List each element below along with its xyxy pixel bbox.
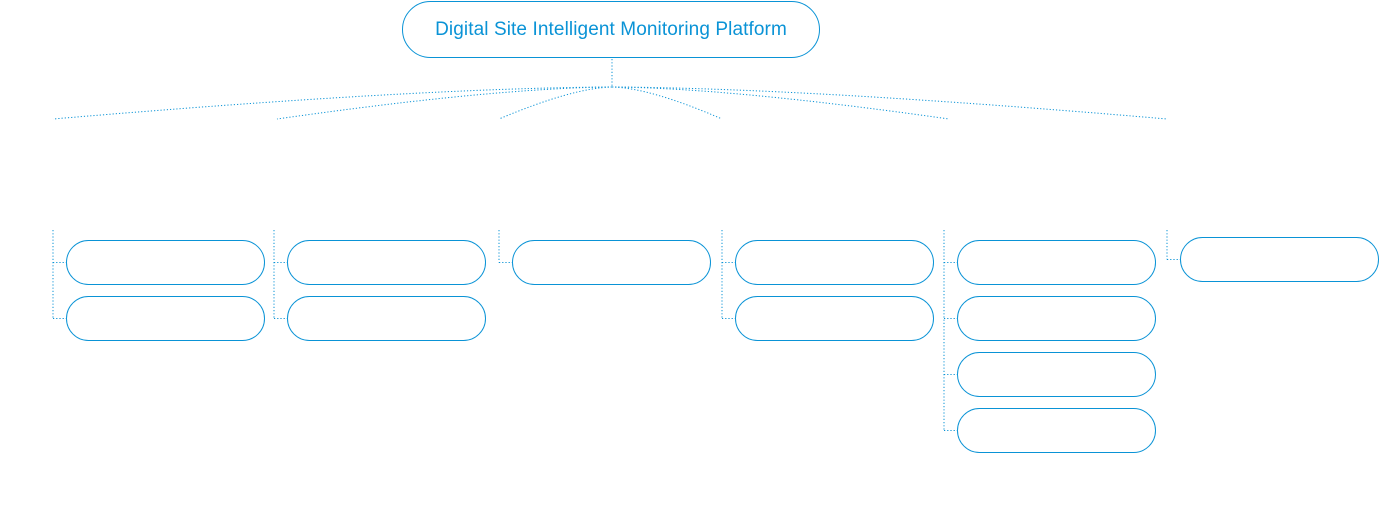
child-node[interactable] <box>287 296 486 341</box>
branch-arc-1 <box>276 86 613 120</box>
child-node[interactable] <box>957 352 1156 397</box>
child-node[interactable] <box>957 240 1156 285</box>
root-title: Digital Site Intelligent Monitoring Plat… <box>435 18 787 40</box>
branch-arc-5 <box>611 86 1168 120</box>
branch-arc-0 <box>52 86 613 120</box>
child-node[interactable] <box>735 240 934 285</box>
child-node[interactable] <box>957 408 1156 453</box>
child-node[interactable] <box>735 296 934 341</box>
root-node[interactable]: Digital Site Intelligent Monitoring Plat… <box>402 1 820 58</box>
child-node[interactable] <box>66 296 265 341</box>
child-node[interactable] <box>1180 237 1379 282</box>
child-node[interactable] <box>287 240 486 285</box>
branch-arc-3 <box>611 86 723 120</box>
branch-arc-2 <box>498 86 613 120</box>
child-node[interactable] <box>512 240 711 285</box>
child-node[interactable] <box>957 296 1156 341</box>
child-node[interactable] <box>66 240 265 285</box>
branch-arc-4 <box>611 86 950 120</box>
